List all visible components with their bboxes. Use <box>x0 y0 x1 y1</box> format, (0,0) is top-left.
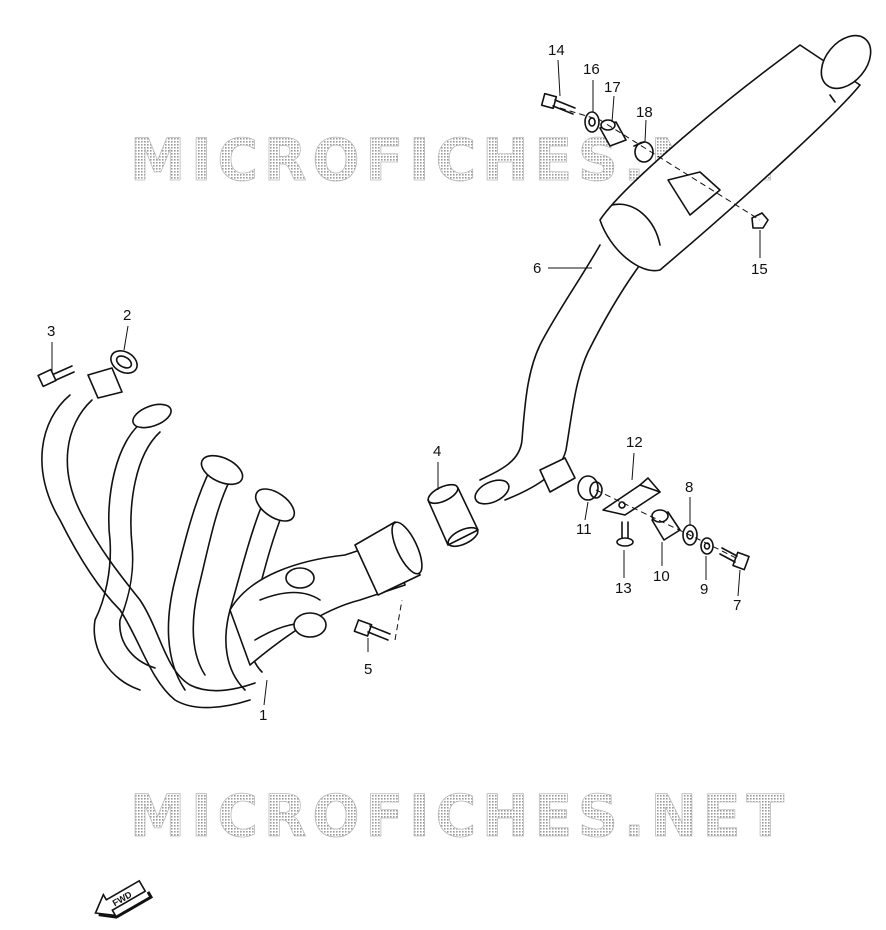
nut-15 <box>751 212 769 229</box>
bolt-14 <box>540 92 576 115</box>
damper-10 <box>651 509 681 541</box>
alignment-line-muffler <box>559 107 761 221</box>
callout-15: 15 <box>751 261 768 278</box>
gasket-ring <box>110 350 138 374</box>
bushing-11 <box>577 475 603 501</box>
watermark-bottom: MICROFICHES.NET <box>130 782 790 850</box>
callout-6: 6 <box>533 260 541 277</box>
bolt-5 <box>353 619 391 641</box>
callout-4: 4 <box>433 443 441 460</box>
callout-18: 18 <box>636 104 653 121</box>
callout-8: 8 <box>685 479 693 496</box>
callout-2: 2 <box>123 307 131 324</box>
bolt-7 <box>719 547 750 571</box>
muffler <box>474 34 872 505</box>
callout-17: 17 <box>604 79 621 96</box>
callout-16: 16 <box>583 61 600 78</box>
washer-16 <box>584 111 600 133</box>
alignment-line-bracket <box>595 489 741 561</box>
callout-1: 1 <box>259 707 267 724</box>
callout-labels: 1 2 3 4 5 6 7 8 9 10 11 12 13 14 15 16 1… <box>47 42 768 724</box>
bolt-13 <box>616 521 634 547</box>
callout-5: 5 <box>364 661 372 678</box>
washer-9 <box>700 537 714 555</box>
callout-13: 13 <box>615 580 632 597</box>
callout-12: 12 <box>626 434 643 451</box>
bolt-3 <box>37 365 75 388</box>
connector-sleeve <box>427 483 479 548</box>
callout-11: 11 <box>576 521 592 538</box>
fwd-arrow-icon: FWD <box>94 879 154 919</box>
callout-10: 10 <box>653 568 670 585</box>
collar-18 <box>633 141 654 163</box>
leader-5 <box>394 599 403 641</box>
callout-3: 3 <box>47 323 55 340</box>
leader-lines <box>51 59 761 706</box>
exhaust-header-pipes <box>41 367 423 709</box>
callout-9: 9 <box>700 581 708 598</box>
callout-14: 14 <box>548 42 565 59</box>
bracket-12 <box>602 477 661 516</box>
callout-7: 7 <box>733 597 741 614</box>
